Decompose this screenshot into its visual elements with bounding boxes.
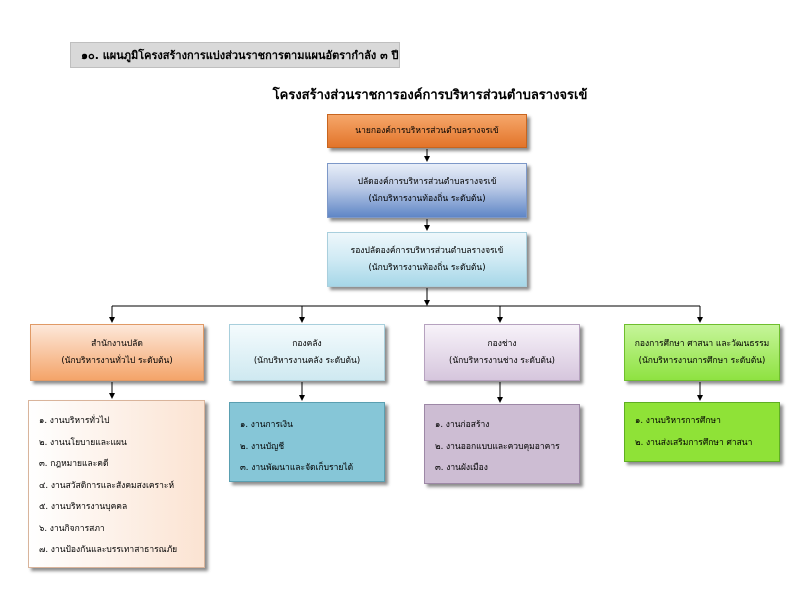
list-item: ๓. งานผังเมือง (435, 463, 488, 473)
division-level: (นักบริหารงานทั่วไป ระดับต้น) (61, 355, 173, 366)
list-item: ๒. งานส่งเสริมการศึกษา ศาสนา (635, 437, 753, 448)
division-education: กองการศึกษา ศาสนา และวัฒนธรรม (นักบริหาร… (624, 324, 780, 381)
division-title: กองคลัง (292, 339, 322, 350)
units-list-education: ๑. งานบริหารการศึกษา ๒. งานส่งเสริมการศึ… (624, 402, 780, 462)
list-item: ๓. กฎหมายและคดี (39, 459, 109, 469)
list-item: ๕. งานบริหารงานบุคคล (39, 502, 128, 512)
vice-deputy-level: (นักบริหารงานท้องถิ่น ระดับต้น) (368, 262, 486, 273)
section-heading: ๑๐. แผนภูมิโครงสร้างการแบ่งส่วนราชการตาม… (70, 42, 400, 68)
list-item: ๑. งานการเงิน (240, 420, 293, 430)
chart-title: โครงสร้างส่วนราชการองค์การบริหารส่วนตำบล… (272, 88, 588, 103)
list-item: ๑. งานบริหารทั่วไป (39, 416, 110, 426)
division-office-of-deputy: สำนักงานปลัด (นักบริหารงานทั่วไป ระดับต้… (30, 324, 204, 381)
units-list-engineering: ๑. งานก่อสร้าง ๒. งานออกแบบและควบคุมอาคา… (424, 404, 580, 484)
division-title: สำนักงานปลัด (91, 339, 143, 350)
list-item: ๑. งานก่อสร้าง (435, 420, 490, 430)
division-title: กองการศึกษา ศาสนา และวัฒนธรรม (634, 339, 770, 350)
units-list-finance: ๑. งานการเงิน ๒. งานบัญชี ๓. งานพัฒนาและ… (229, 402, 385, 482)
list-item: ๑. งานบริหารการศึกษา (635, 416, 721, 426)
list-item: ๗. งานป้องกันและบรรเทาสาธารณภัย (39, 545, 178, 555)
deputy-level: (นักบริหารงานท้องถิ่น ระดับต้น) (368, 193, 486, 204)
division-finance: กองคลัง (นักบริหารงานคลัง ระดับต้น) (229, 324, 385, 381)
vice-deputy-box: รองปลัดองค์การบริหารส่วนตำบลรางจรเข้ (นั… (327, 232, 527, 287)
list-item: ๒. งานออกแบบและควบคุมอาคาร (435, 441, 560, 452)
mayor-title: นายกองค์การบริหารส่วนตำบลรางจรเข้ (355, 125, 499, 136)
division-engineering: กองช่าง (นักบริหารงานช่าง ระดับต้น) (424, 324, 580, 381)
mayor-box: นายกองค์การบริหารส่วนตำบลรางจรเข้ (327, 114, 527, 148)
division-level: (นักบริหารงานการศึกษา ระดับต้น) (638, 355, 766, 366)
list-item: ๓. งานพัฒนาและจัดเก็บรายได้ (240, 463, 354, 473)
units-list-office-of-deputy: ๑. งานบริหารทั่วไป ๒. งานนโยบายและแผน ๓.… (28, 400, 205, 568)
deputy-box: ปลัดองค์การบริหารส่วนตำบลรางจรเข้ (นักบร… (327, 163, 527, 218)
list-item: ๖. งานกิจการสภา (39, 523, 105, 534)
list-item: ๔. งานสวัสดิการและสังคมสงเคราะห์ (39, 480, 175, 491)
division-level: (นักบริหารงานคลัง ระดับต้น) (253, 355, 361, 366)
deputy-title: ปลัดองค์การบริหารส่วนตำบลรางจรเข้ (357, 177, 497, 188)
division-level: (นักบริหารงานช่าง ระดับต้น) (449, 355, 555, 366)
list-item: ๒. งานนโยบายและแผน (39, 437, 127, 448)
vice-deputy-title: รองปลัดองค์การบริหารส่วนตำบลรางจรเข้ (350, 246, 504, 257)
list-item: ๒. งานบัญชี (240, 441, 285, 452)
division-title: กองช่าง (487, 339, 517, 350)
